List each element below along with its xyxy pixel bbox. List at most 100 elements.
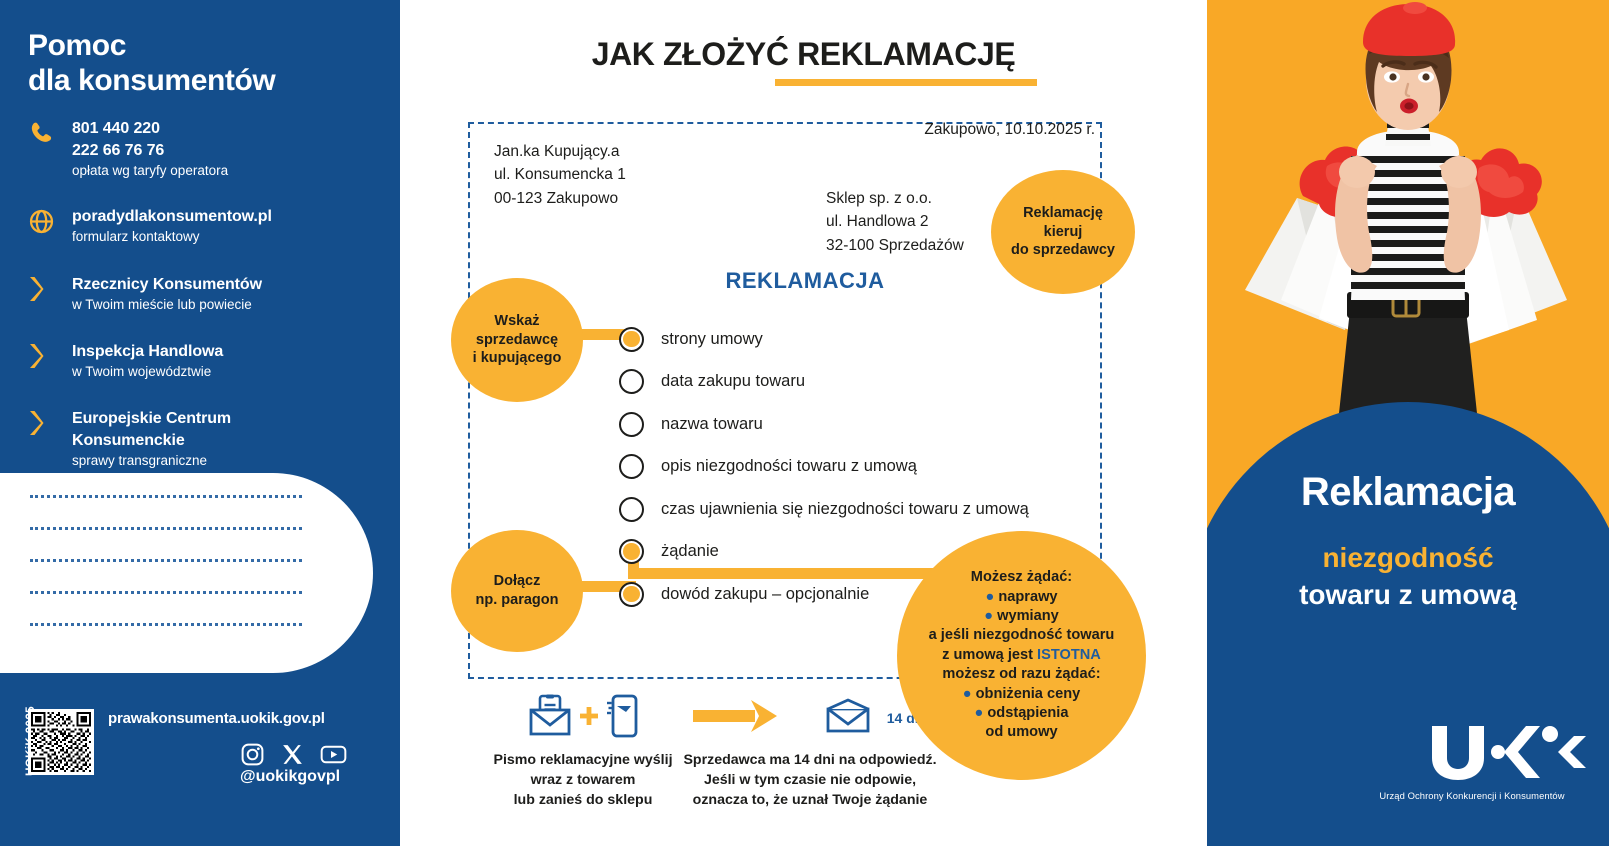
checkbox-icon[interactable] xyxy=(619,496,644,522)
inspekcja-title: Inspekcja Handlowa xyxy=(72,342,224,360)
notes-block xyxy=(0,473,373,673)
checklist-item[interactable]: czas ujawnienia się niezgodności towaru … xyxy=(619,488,1139,531)
notes-lines xyxy=(30,495,302,655)
callout-wskaz-line: i kupującego xyxy=(472,350,562,367)
site-url[interactable]: prawakonsumenta.uokik.gov.pl xyxy=(108,710,325,727)
note-line[interactable] xyxy=(30,623,302,626)
social-links xyxy=(240,742,347,772)
connector-zadanie-horizontal xyxy=(628,568,1003,579)
bullet-icon: ● xyxy=(962,685,972,702)
right-heading: Reklamacja xyxy=(1300,470,1516,514)
rzecznicy-title: Rzecznicy Konsumentów xyxy=(72,275,262,293)
woman-with-shopping-bags-photo xyxy=(1207,0,1609,470)
plus-icon xyxy=(579,706,599,731)
checklist-item[interactable]: dowód zakupu – opcjonalnie xyxy=(619,573,1139,616)
page-title: JAK ZŁOŻYĆ REKLAMACJĘ xyxy=(591,36,1016,72)
checkbox-icon[interactable] xyxy=(619,581,644,607)
callout-bubble-seller: Reklamację kieruj do sprzedawcy xyxy=(991,170,1135,294)
x-twitter-icon[interactable] xyxy=(280,742,305,772)
remedies-mid-line-2: z umową jest ISTOTNA xyxy=(942,646,1101,663)
checklist-label: dowód zakupu – opcjonalnie xyxy=(661,584,870,603)
contact-item-rzecznicy-text: Rzecznicy Konsumentów w Twoim mieście lu… xyxy=(72,274,262,314)
checkbox-icon[interactable] xyxy=(619,539,644,565)
right-blue-panel xyxy=(1207,402,1609,846)
letter-template-box xyxy=(468,122,1102,679)
eck-title-line2: Konsumenckie xyxy=(72,431,185,449)
contact-item-eck-text: Europejskie Centrum Konsumenckie sprawy … xyxy=(72,408,231,470)
sidebar-title-line2: dla konsumentów xyxy=(28,64,276,98)
contact-item-eck[interactable]: Europejskie Centrum Konsumenckie sprawy … xyxy=(28,408,378,470)
right-subheading-white: towaru z umową xyxy=(1299,578,1517,610)
document-heading: REKLAMACJA xyxy=(725,268,885,293)
checklist-label: żądanie xyxy=(661,542,719,561)
uokik-logo-caption: Urząd Ochrony Konkurencji i Konsumentów xyxy=(1379,790,1565,801)
remedies-heading: Możesz żądać: xyxy=(970,569,1073,586)
callout-dolacz-line: Dołącz xyxy=(493,573,541,590)
chevron-right-icon xyxy=(28,341,72,381)
remedies-item-cont: od umowy xyxy=(985,724,1058,741)
chevron-right-icon xyxy=(28,408,72,448)
checklist-item[interactable]: żądanie xyxy=(619,531,1139,574)
checklist-label: data zakupu towaru xyxy=(661,372,806,391)
youtube-icon[interactable] xyxy=(320,742,347,772)
right-sidebar: Reklamacja niezgodność towaru z umową Ur… xyxy=(1207,0,1609,846)
rzecznicy-note: w Twoim mieście lub powiecie xyxy=(72,296,252,312)
qr-code[interactable] xyxy=(28,709,94,775)
contact-item-phone[interactable]: 801 440 220 222 66 76 76 opłata wg taryf… xyxy=(28,118,378,180)
checklist-item[interactable]: strony umowy xyxy=(619,318,1139,361)
checkbox-icon[interactable] xyxy=(619,454,644,480)
bullet-icon: ● xyxy=(985,588,995,605)
callout-bubble-remedies: Możesz żądać: ● naprawy ● wymiany a jeśl… xyxy=(897,531,1146,780)
envelope-icon xyxy=(825,698,871,739)
checklist-item[interactable]: opis niezgodności towaru z umową xyxy=(619,446,1139,489)
title-underline xyxy=(775,79,1037,86)
process-step-send-icons xyxy=(458,690,708,746)
checklist-label: czas ujawnienia się niezgodności towaru … xyxy=(661,499,1029,518)
contact-item-phone-text: 801 440 220 222 66 76 76 opłata wg taryf… xyxy=(72,118,228,180)
main-content: JAK ZŁOŻYĆ REKLAMACJĘ Zakupowo, 10.10.20… xyxy=(400,0,1207,846)
checklist-item[interactable]: data zakupu towaru xyxy=(619,361,1139,404)
note-line[interactable] xyxy=(30,591,302,594)
contact-item-rzecznicy[interactable]: Rzecznicy Konsumentów w Twoim mieście lu… xyxy=(28,274,378,314)
seller-address: Sklep sp. z o.o. ul. Handlowa 2 32-100 S… xyxy=(826,187,964,257)
process-step-send-caption: Pismo reklamacyjne wyślij wraz z towarem… xyxy=(493,752,673,809)
checklist-label: strony umowy xyxy=(661,329,763,348)
note-line[interactable] xyxy=(30,527,302,530)
callout-seller-line: Reklamację xyxy=(1023,205,1103,222)
eck-note: sprawy transgraniczne xyxy=(72,452,208,468)
seller-address-line: 32-100 Sprzedażów xyxy=(826,236,964,254)
contact-list: 801 440 220 222 66 76 76 opłata wg taryf… xyxy=(28,118,378,487)
callout-seller-line: do sprzedawcy xyxy=(1011,242,1115,259)
website-note: formularz kontaktowy xyxy=(72,228,200,244)
phone-tariff-note: opłata wg taryfy operatora xyxy=(72,163,229,179)
seller-address-line: ul. Handlowa 2 xyxy=(826,213,929,231)
checklist-item[interactable]: nazwa towaru xyxy=(619,403,1139,446)
website-url: poradydlakonsumentow.pl xyxy=(72,207,272,225)
phone-icon xyxy=(28,118,72,158)
process-step-send: Pismo reklamacyjne wyślij wraz z towarem… xyxy=(458,690,708,810)
process-step-response: 14 dni Sprzedawca ma 14 dni na odpowiedź… xyxy=(650,690,970,810)
eck-title-line1: Europejskie Centrum xyxy=(72,409,232,427)
note-line[interactable] xyxy=(30,559,302,562)
buyer-address-line: Jan.ka Kupujący.a xyxy=(494,143,620,160)
sidebar-title: Pomoc dla konsumentów xyxy=(28,28,276,98)
checkbox-icon[interactable] xyxy=(619,411,644,437)
chevron-right-icon xyxy=(28,274,72,314)
callout-seller-line: kieruj xyxy=(1043,223,1083,240)
note-line[interactable] xyxy=(30,495,302,498)
instagram-icon[interactable] xyxy=(240,742,265,772)
date-and-place: Zakupowo, 10.10.2025 r. xyxy=(924,121,1095,138)
remedies-item: ● naprawy xyxy=(985,588,1058,605)
checkbox-icon[interactable] xyxy=(619,326,644,352)
right-subheading-gold: niezgodność xyxy=(1322,542,1494,573)
checkbox-icon[interactable] xyxy=(619,369,644,395)
contact-item-inspekcja[interactable]: Inspekcja Handlowa w Twoim województwie xyxy=(28,341,378,381)
social-handle: @uokikgovpl xyxy=(240,768,341,785)
callout-dolacz-line: np. paragon xyxy=(475,592,559,608)
remedies-item: ● odstąpienia xyxy=(974,705,1069,722)
checklist-label: opis niezgodności towaru z umową xyxy=(661,457,917,476)
remedies-mid-line: a jeśli niezgodność towaru xyxy=(928,627,1115,644)
arrow-right-icon xyxy=(692,698,779,739)
contact-item-website[interactable]: poradydlakonsumentow.pl formularz kontak… xyxy=(28,206,378,246)
